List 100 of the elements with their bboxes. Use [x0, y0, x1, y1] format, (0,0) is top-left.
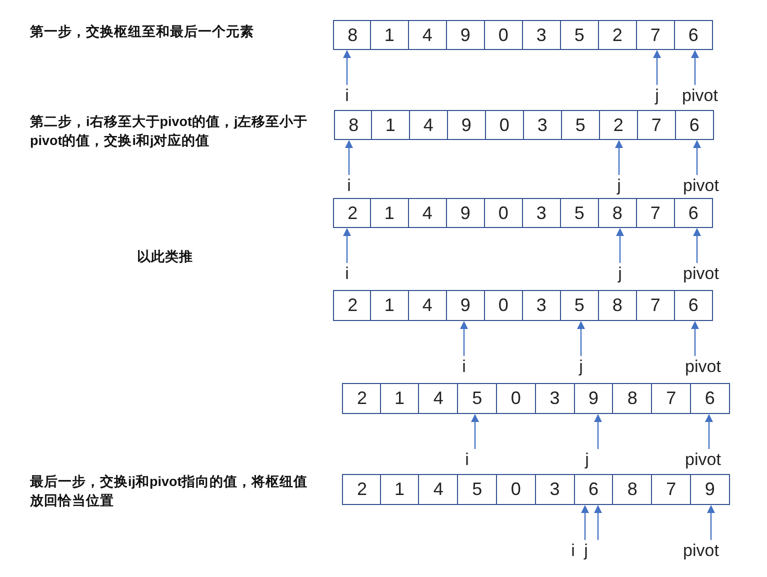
array-cell: 5 [560, 110, 600, 140]
arrow [460, 321, 468, 356]
array-cell: 3 [522, 198, 561, 228]
arrow [343, 228, 351, 263]
array-cell: 8 [334, 110, 374, 140]
array-cell: 8 [598, 198, 637, 228]
pointer-label: pivot [682, 87, 718, 105]
arrow [653, 50, 661, 85]
arrow [594, 505, 602, 540]
array-cell: 7 [651, 383, 692, 414]
array-cell: 1 [370, 20, 409, 50]
pointer-label: pivot [683, 265, 719, 283]
pointer-label: i [571, 542, 575, 560]
pointer-label: j [584, 542, 588, 560]
array-cell: 3 [522, 290, 561, 321]
pointer-label: j [617, 177, 621, 195]
array-cell: 3 [534, 383, 575, 414]
pointer-label: pivot [683, 177, 719, 195]
array-cell: 9 [446, 290, 485, 321]
array-cell: 4 [408, 290, 447, 321]
array-cell: 2 [342, 474, 382, 505]
array-cell: 5 [457, 383, 498, 414]
array-cell: 8 [612, 474, 652, 505]
array-cell: 0 [484, 110, 524, 140]
pointer-label: i [462, 358, 466, 376]
array-cell: 9 [446, 198, 485, 228]
pointer-label: j [655, 87, 659, 105]
array-cell: 1 [370, 110, 410, 140]
pointer-label: pivot [683, 542, 719, 560]
array-cell: 7 [636, 198, 675, 228]
array-cell: 6 [674, 198, 713, 228]
array-cell: 1 [370, 290, 409, 321]
array-cell: 4 [418, 383, 458, 414]
array-cell: 4 [408, 20, 447, 50]
array-cell: 5 [457, 474, 498, 505]
arrow [707, 505, 715, 540]
arrow [581, 505, 589, 540]
array-cell: 6 [674, 110, 714, 140]
array-cell: 3 [534, 474, 575, 505]
array-cell: 2 [333, 290, 372, 321]
pointer-label: i [345, 265, 349, 283]
array-cell: 2 [342, 383, 382, 414]
step-note: 最后一步，交换ij和pivot指向的值，将枢纽值放回恰当位置 [30, 473, 309, 510]
arrow [693, 228, 701, 263]
array-cell: 4 [408, 198, 447, 228]
array-cell: 4 [418, 474, 458, 505]
array-cell: 5 [560, 198, 599, 228]
arrow [577, 321, 585, 356]
arrow [594, 414, 602, 449]
array-cell: 8 [612, 383, 652, 414]
array-cell: 6 [674, 290, 713, 321]
array-cell: 9 [574, 383, 614, 414]
array-cell: 5 [560, 290, 599, 321]
pointer-label: j [618, 265, 622, 283]
step-note: 第一步，交换枢纽至和最后一个元素 [30, 23, 255, 41]
array-cell: 6 [674, 20, 713, 50]
array-cell: 1 [380, 383, 420, 414]
arrow [616, 228, 624, 263]
array-cell: 4 [408, 110, 448, 140]
array-cell: 3 [522, 110, 562, 140]
array-cell: 7 [636, 110, 676, 140]
array-cell: 1 [370, 198, 409, 228]
pointer-label: j [579, 358, 583, 376]
pointer-label: pivot [685, 451, 721, 469]
array-cell: 7 [636, 290, 675, 321]
array-cell: 8 [598, 290, 637, 321]
arrow [691, 321, 699, 356]
arrow [705, 414, 713, 449]
array-cell: 6 [574, 474, 614, 505]
arrow [345, 140, 353, 175]
array-cell: 9 [446, 110, 486, 140]
array-cell: 8 [333, 20, 372, 50]
pointer-label: i [347, 177, 351, 195]
array-cell: 0 [484, 20, 523, 50]
arrow [693, 140, 701, 175]
arrow [343, 50, 351, 85]
array-cell: 2 [598, 110, 638, 140]
arrow [615, 140, 623, 175]
array-cell: 2 [598, 20, 637, 50]
array-cell: 1 [380, 474, 420, 505]
array-cell: 2 [333, 198, 372, 228]
array-cell: 0 [484, 290, 523, 321]
array-cell: 9 [446, 20, 485, 50]
pointer-label: i [345, 87, 349, 105]
pointer-label: j [585, 451, 589, 469]
array-cell: 0 [484, 198, 523, 228]
pointer-label: i [465, 451, 469, 469]
array-cell: 7 [651, 474, 692, 505]
array-cell: 3 [522, 20, 561, 50]
array-cell: 9 [690, 474, 730, 505]
array-cell: 5 [560, 20, 599, 50]
arrow [471, 414, 479, 449]
arrow [691, 50, 699, 85]
step-note: 第二步，i右移至大于pivot的值，j左移至小于pivot的值，交换i和j对应的值 [30, 113, 309, 150]
array-cell: 0 [496, 474, 536, 505]
pointer-label: pivot [685, 358, 721, 376]
array-cell: 6 [690, 383, 730, 414]
array-cell: 0 [496, 383, 536, 414]
step-note: 以此类推 [137, 248, 194, 266]
array-cell: 7 [636, 20, 675, 50]
